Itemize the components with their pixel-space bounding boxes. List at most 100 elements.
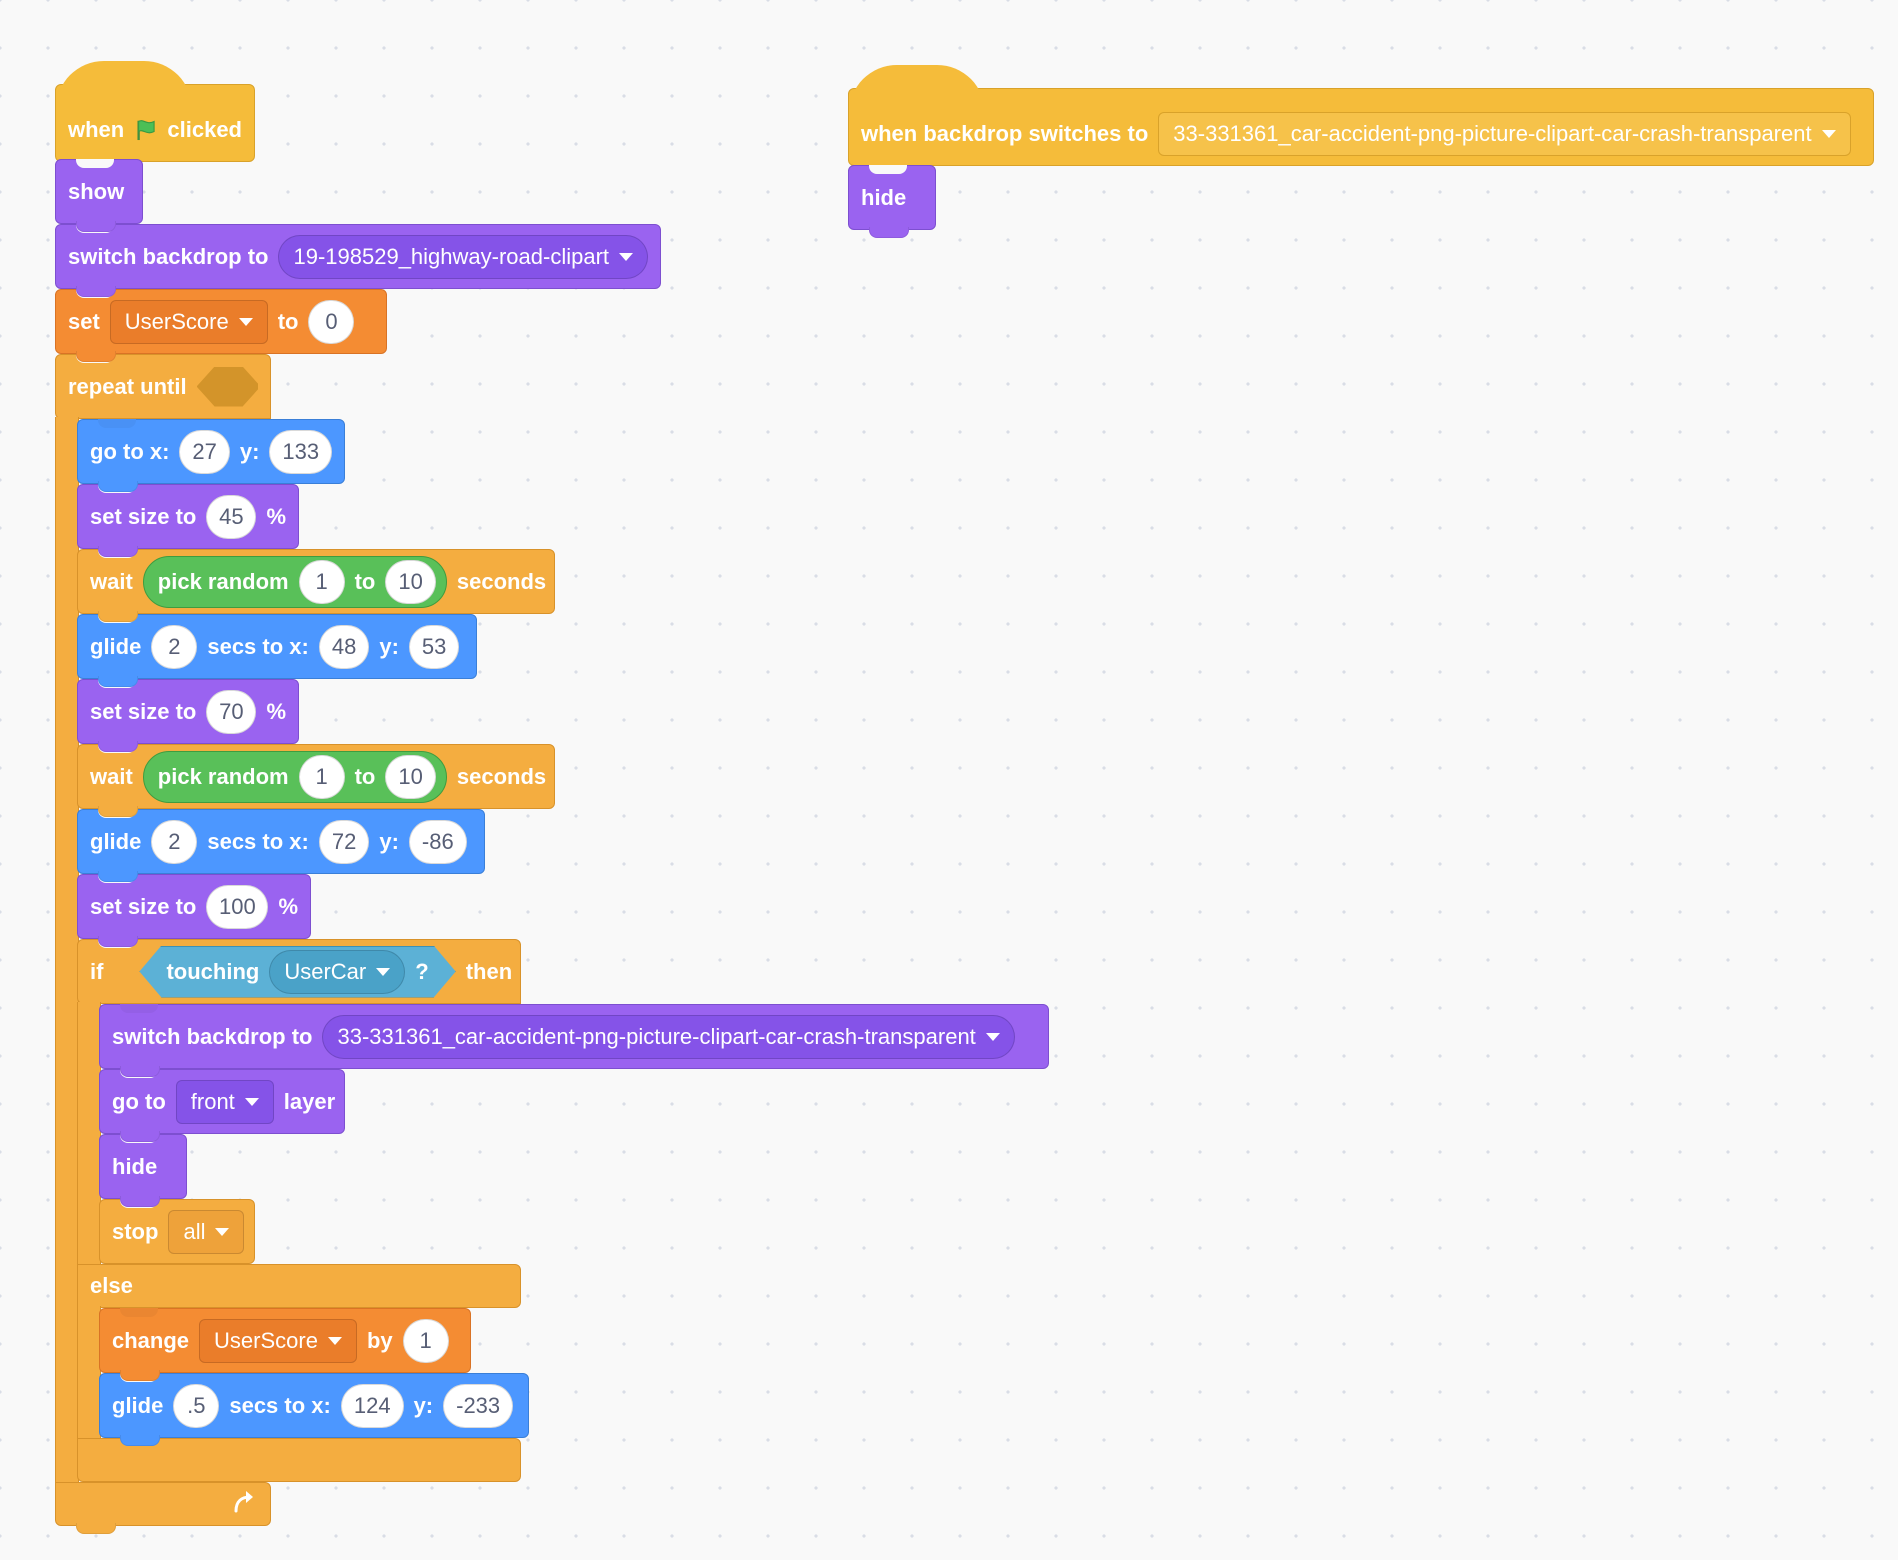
glide-x-input-1[interactable]: 48 <box>318 624 370 669</box>
random-to-input-2[interactable]: 10 <box>385 754 436 799</box>
set-size-label: set size to <box>90 893 197 919</box>
set-value-input[interactable]: 0 <box>308 299 355 344</box>
go-to-layer-block[interactable]: go to front layer <box>99 1069 345 1142</box>
set-size-block-3[interactable]: set size to 100 % <box>77 874 311 947</box>
chevron-down-icon <box>244 1097 259 1106</box>
touching-condition[interactable]: touching UserCar ? <box>139 946 455 998</box>
glide-label: glide <box>90 633 142 659</box>
show-block[interactable]: show <box>55 159 143 232</box>
glide-x-input-2[interactable]: 72 <box>318 819 370 864</box>
layer-dropdown[interactable]: front <box>175 1079 274 1124</box>
glide-label: glide <box>90 828 142 854</box>
random-to-label: to <box>354 568 376 594</box>
glide-block-2[interactable]: glide 2 secs to x: 72 y: -86 <box>77 809 485 882</box>
pick-random-label: pick random <box>157 763 289 789</box>
goto-x-input[interactable]: 27 <box>179 429 230 474</box>
wait-label: wait <box>90 568 133 594</box>
set-size-label: set size to <box>90 503 197 529</box>
when-flag-clicked-block[interactable]: when clicked <box>55 61 255 162</box>
size-input-2[interactable]: 70 <box>206 689 257 734</box>
backdrop-dropdown-2[interactable]: 33-331361_car-accident-png-picture-clipa… <box>322 1014 1015 1059</box>
set-size-block-1[interactable]: set size to 45 % <box>77 484 299 557</box>
repeat-until-header[interactable]: repeat until <box>55 354 271 419</box>
hide-block[interactable]: hide <box>99 1134 187 1207</box>
glide-secs-to-x-label: secs to x: <box>207 828 309 854</box>
switch-backdrop-block-2[interactable]: switch backdrop to 33-331361_car-acciden… <box>99 1004 1049 1077</box>
change-variable-dropdown[interactable]: UserScore <box>199 1318 357 1363</box>
glide-y-label: y: <box>379 828 399 854</box>
glide-y-input-3[interactable]: -233 <box>443 1383 514 1428</box>
chevron-down-icon <box>376 968 390 976</box>
wait-block-1[interactable]: wait pick random 1 to 10 seconds <box>77 549 555 622</box>
hide-block-2[interactable]: hide <box>848 165 936 238</box>
chevron-down-icon <box>619 252 634 261</box>
glide-block-3[interactable]: glide .5 secs to x: 124 y: -233 <box>99 1373 529 1446</box>
switch-backdrop-label: switch backdrop to <box>68 243 269 269</box>
when-label: when <box>68 117 125 142</box>
percent-label: % <box>266 698 286 724</box>
random-from-input-2[interactable]: 1 <box>298 754 345 799</box>
when-backdrop-switches-block[interactable]: when backdrop switches to 33-331361_car-… <box>848 65 1874 166</box>
backdrop-dropdown[interactable]: 19-198529_highway-road-clipart <box>278 234 649 279</box>
backdrop-switch-dropdown[interactable]: 33-331361_car-accident-png-picture-clipa… <box>1158 112 1851 156</box>
when-backdrop-label: when backdrop switches to <box>861 121 1149 146</box>
size-input-1[interactable]: 45 <box>206 494 257 539</box>
stop-dropdown-value: all <box>183 1218 206 1244</box>
clicked-label: clicked <box>167 117 242 142</box>
glide-y-input-1[interactable]: 53 <box>408 624 460 669</box>
set-label: set <box>68 308 100 334</box>
if-header[interactable]: if touching UserCar ? then <box>77 939 521 1004</box>
touching-label: touching <box>166 958 260 984</box>
hat-cap <box>56 61 192 109</box>
goto-x-label: go to x: <box>90 438 170 464</box>
by-label: by <box>366 1327 393 1353</box>
pick-random-reporter-2[interactable]: pick random 1 to 10 <box>142 750 447 803</box>
glide-secs-to-x-label: secs to x: <box>229 1392 331 1418</box>
if-else-block[interactable]: if touching UserCar ? then switch b <box>77 939 1055 1482</box>
condition-slot[interactable] <box>196 366 258 407</box>
stop-block[interactable]: stop all <box>99 1199 255 1264</box>
glide-y-input-2[interactable]: -86 <box>408 819 467 864</box>
backdrop-dropdown-value: 33-331361_car-accident-png-picture-clipa… <box>337 1023 976 1049</box>
size-input-3[interactable]: 100 <box>206 884 269 929</box>
change-value-input[interactable]: 1 <box>402 1318 449 1363</box>
touching-target-dropdown[interactable]: UserCar <box>269 950 405 994</box>
layer-label: layer <box>283 1088 336 1114</box>
percent-label: % <box>266 503 286 529</box>
else-label: else <box>90 1273 133 1298</box>
chevron-down-icon <box>985 1032 1000 1041</box>
wait-block-2[interactable]: wait pick random 1 to 10 seconds <box>77 744 555 817</box>
go-to-xy-block[interactable]: go to x: 27 y: 133 <box>77 419 345 492</box>
if-arm <box>77 1002 101 1266</box>
glide-block-1[interactable]: glide 2 secs to x: 48 y: 53 <box>77 614 477 687</box>
glide-secs-input-1[interactable]: 2 <box>151 624 198 669</box>
stop-label: stop <box>112 1218 159 1244</box>
seconds-label: seconds <box>456 763 547 789</box>
layer-dropdown-value: front <box>190 1088 235 1114</box>
percent-label: % <box>278 893 298 919</box>
if-label: if <box>90 958 104 984</box>
glide-x-input-3[interactable]: 124 <box>340 1383 404 1428</box>
chevron-down-icon <box>1821 130 1836 138</box>
stop-dropdown[interactable]: all <box>168 1209 245 1254</box>
random-from-input-1[interactable]: 1 <box>298 559 345 604</box>
backdrop-dropdown-value: 19-198529_highway-road-clipart <box>293 243 610 269</box>
set-size-block-2[interactable]: set size to 70 % <box>77 679 299 752</box>
repeat-until-block[interactable]: repeat until go to x: 27 y: 133 set size… <box>55 354 1055 1534</box>
change-label: change <box>112 1327 190 1353</box>
random-to-input-1[interactable]: 10 <box>385 559 436 604</box>
hide-label: hide <box>861 184 907 210</box>
switch-backdrop-block[interactable]: switch backdrop to 19-198529_highway-roa… <box>55 224 661 297</box>
variable-dropdown[interactable]: UserScore <box>109 299 268 344</box>
script-backdrop-switch[interactable]: when backdrop switches to 33-331361_car-… <box>848 65 1874 238</box>
set-variable-block[interactable]: set UserScore to 0 <box>55 289 387 362</box>
goto-y-input[interactable]: 133 <box>269 429 332 474</box>
pick-random-reporter-1[interactable]: pick random 1 to 10 <box>142 555 447 608</box>
glide-secs-input-3[interactable]: .5 <box>173 1383 220 1428</box>
glide-secs-input-2[interactable]: 2 <box>151 819 198 864</box>
backdrop-switch-value: 33-331361_car-accident-png-picture-clipa… <box>1173 121 1812 146</box>
script-green-flag[interactable]: when clicked show switch backdrop to 19-… <box>55 61 1055 1534</box>
green-flag-icon <box>137 120 155 141</box>
change-variable-block[interactable]: change UserScore by 1 <box>99 1308 471 1381</box>
show-label: show <box>68 178 125 204</box>
